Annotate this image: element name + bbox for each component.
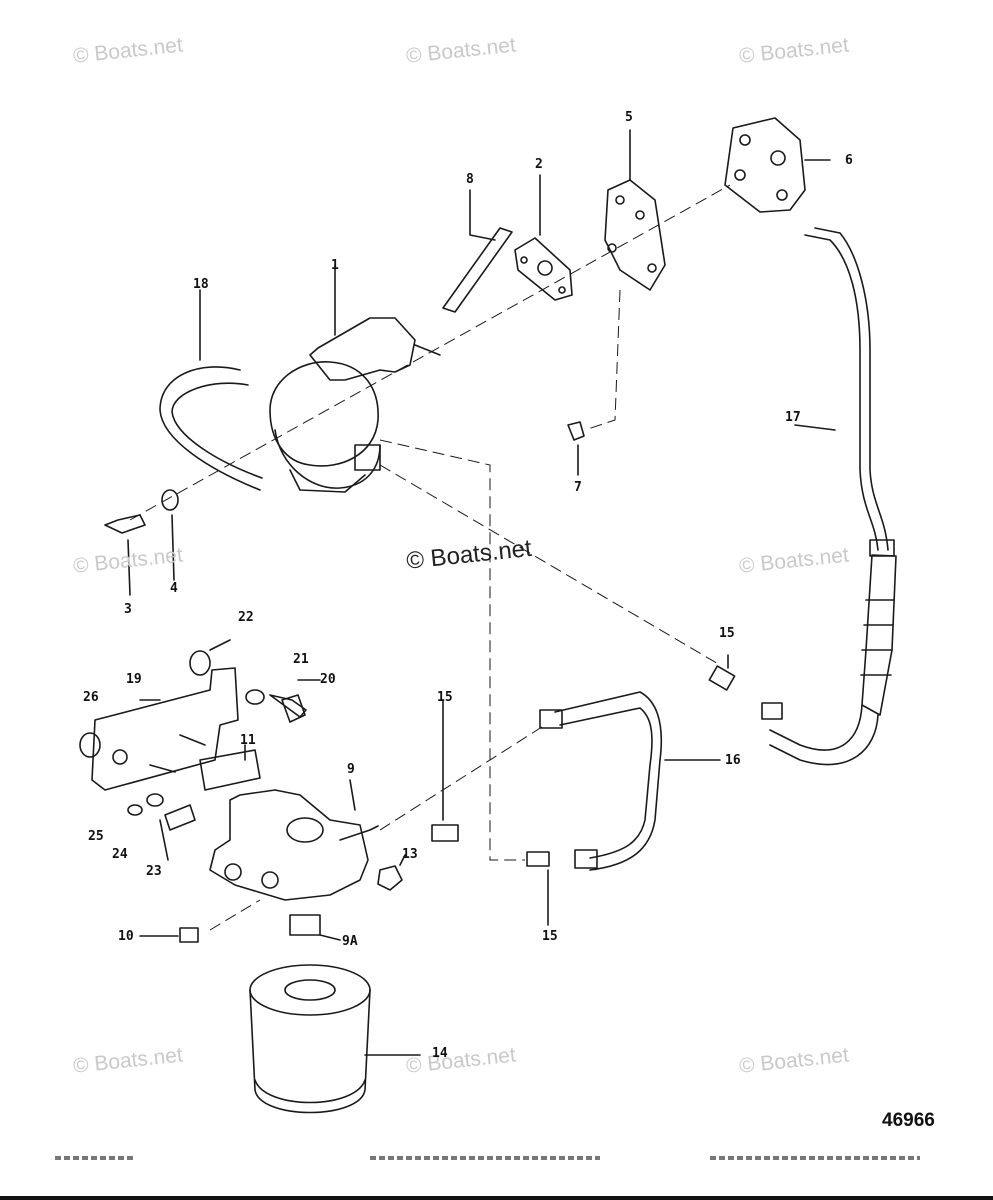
footer-fragment: [710, 1156, 920, 1160]
part-8-pushrod: [442, 189, 513, 313]
part-3-bolt: [104, 514, 146, 596]
callout-24: 24: [112, 847, 128, 862]
callout-4: 4: [170, 581, 178, 596]
part-5-adapter: [604, 129, 666, 291]
part-1-fuel-pump: [269, 264, 441, 493]
callout-15a: 15: [437, 690, 453, 705]
part-2-gasket: [514, 174, 573, 301]
footer-fragment: [55, 1156, 135, 1160]
callout-9a: 9A: [342, 934, 358, 949]
part-6-plate: [724, 117, 831, 213]
callout-6: 6: [845, 153, 853, 168]
part-11-insulator: [149, 734, 261, 791]
part-9-filter-head: [209, 779, 379, 901]
callout-17: 17: [785, 410, 801, 425]
callout-15c: 15: [719, 626, 735, 641]
part-16-fuel-line: [539, 691, 721, 871]
callout-10: 10: [118, 929, 134, 944]
callout-21: 21: [293, 652, 309, 667]
part-4-washer: [161, 489, 179, 581]
part-20-bolt: [245, 679, 321, 723]
callout-11: 11: [240, 733, 256, 748]
callout-5: 5: [625, 110, 633, 125]
bottom-rule: [0, 1196, 993, 1200]
callout-9: 9: [347, 762, 355, 777]
callout-26: 26: [83, 690, 99, 705]
callout-16: 16: [725, 753, 741, 768]
callout-13: 13: [402, 847, 418, 862]
diagram-reference-number: 46966: [882, 1110, 935, 1131]
part-7-fitting: [567, 421, 585, 476]
part-13-nut: [377, 854, 406, 891]
part-14-filter: [249, 964, 421, 1114]
callout-8: 8: [466, 172, 474, 187]
callout-3: 3: [124, 602, 132, 617]
part-18-hose: [159, 289, 263, 491]
part-9a-nipple: [289, 914, 341, 941]
part-19-bracket: [79, 639, 239, 791]
callout-18: 18: [193, 277, 209, 292]
callout-20: 20: [320, 672, 336, 687]
callout-22: 22: [238, 610, 254, 625]
callout-7: 7: [574, 480, 582, 495]
part-10-plug: [139, 927, 199, 943]
callout-23: 23: [146, 864, 162, 879]
callout-15b: 15: [542, 929, 558, 944]
callout-19: 19: [126, 672, 142, 687]
callout-14: 14: [432, 1046, 448, 1061]
part-17-fuel-line: [761, 227, 897, 766]
footer-fragment: [370, 1156, 600, 1160]
callout-2: 2: [535, 157, 543, 172]
callout-25: 25: [88, 829, 104, 844]
part-23-bolt: [127, 793, 196, 861]
callout-1: 1: [331, 258, 339, 273]
part-15-fittings: [431, 654, 736, 926]
